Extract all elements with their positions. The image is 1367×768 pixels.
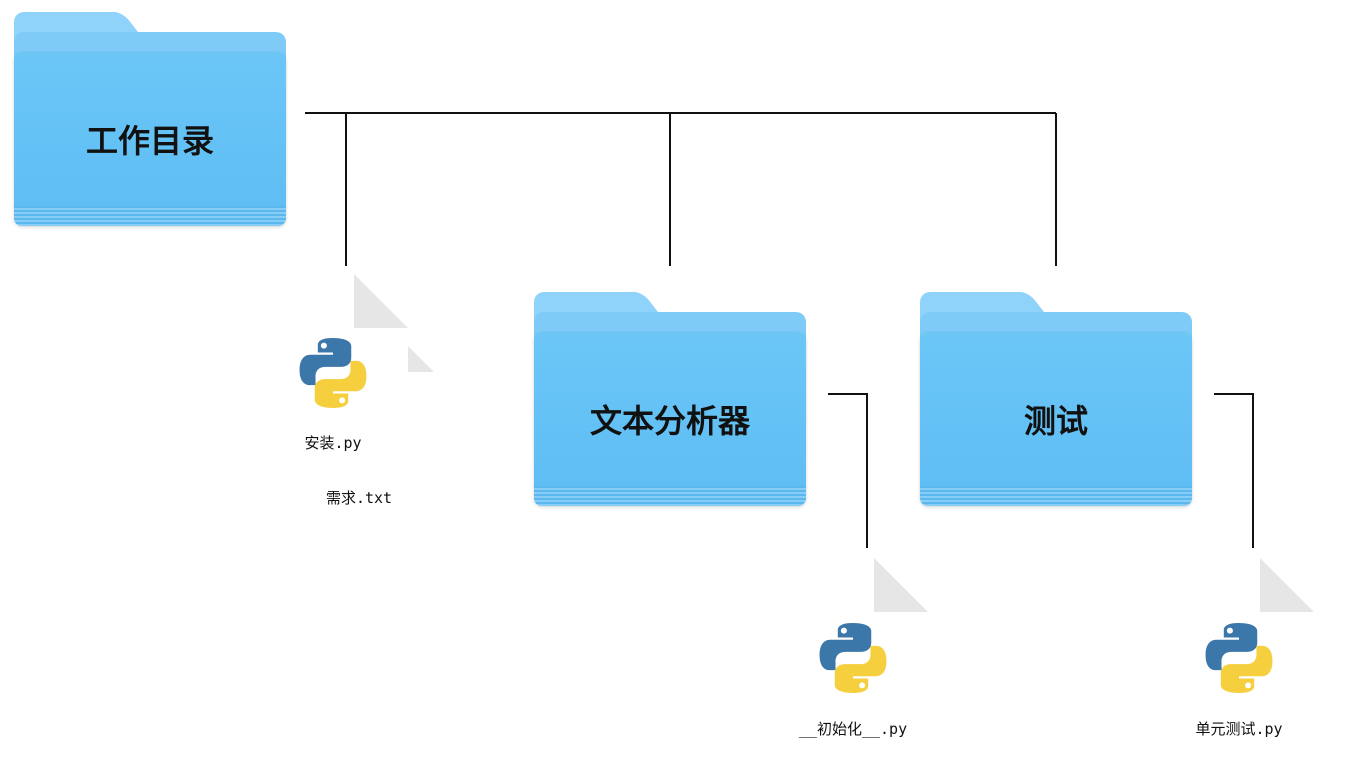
root-folder[interactable]: 工作目录 bbox=[14, 12, 286, 226]
connector-analyzer-to-init bbox=[828, 393, 868, 548]
root-folder-label: 工作目录 bbox=[85, 122, 214, 160]
python-logo-icon bbox=[295, 334, 371, 412]
python-logo-icon bbox=[815, 620, 891, 696]
analyzer-folder-label: 文本分析器 bbox=[589, 402, 750, 440]
init-file-label: __初始化__.py bbox=[798, 720, 908, 738]
setup-file-label: 安装.py bbox=[304, 434, 362, 452]
requirements-file-label: 需求.txt bbox=[325, 489, 393, 507]
folder-front: 测试 bbox=[920, 332, 1192, 506]
connector-tests-to-unittest bbox=[1214, 393, 1254, 548]
tests-folder[interactable]: 测试 bbox=[920, 292, 1192, 506]
setup-file[interactable]: 安装.py bbox=[258, 274, 408, 470]
folder-front: 工作目录 bbox=[14, 52, 286, 226]
folder-front: 文本分析器 bbox=[534, 332, 806, 506]
init-file[interactable]: __初始化__.py bbox=[778, 558, 928, 756]
unit-test-file-label: 单元测试.py bbox=[1195, 720, 1283, 738]
python-logo-icon bbox=[1201, 620, 1277, 696]
analyzer-folder[interactable]: 文本分析器 bbox=[534, 292, 806, 506]
tests-folder-label: 测试 bbox=[1023, 402, 1088, 440]
